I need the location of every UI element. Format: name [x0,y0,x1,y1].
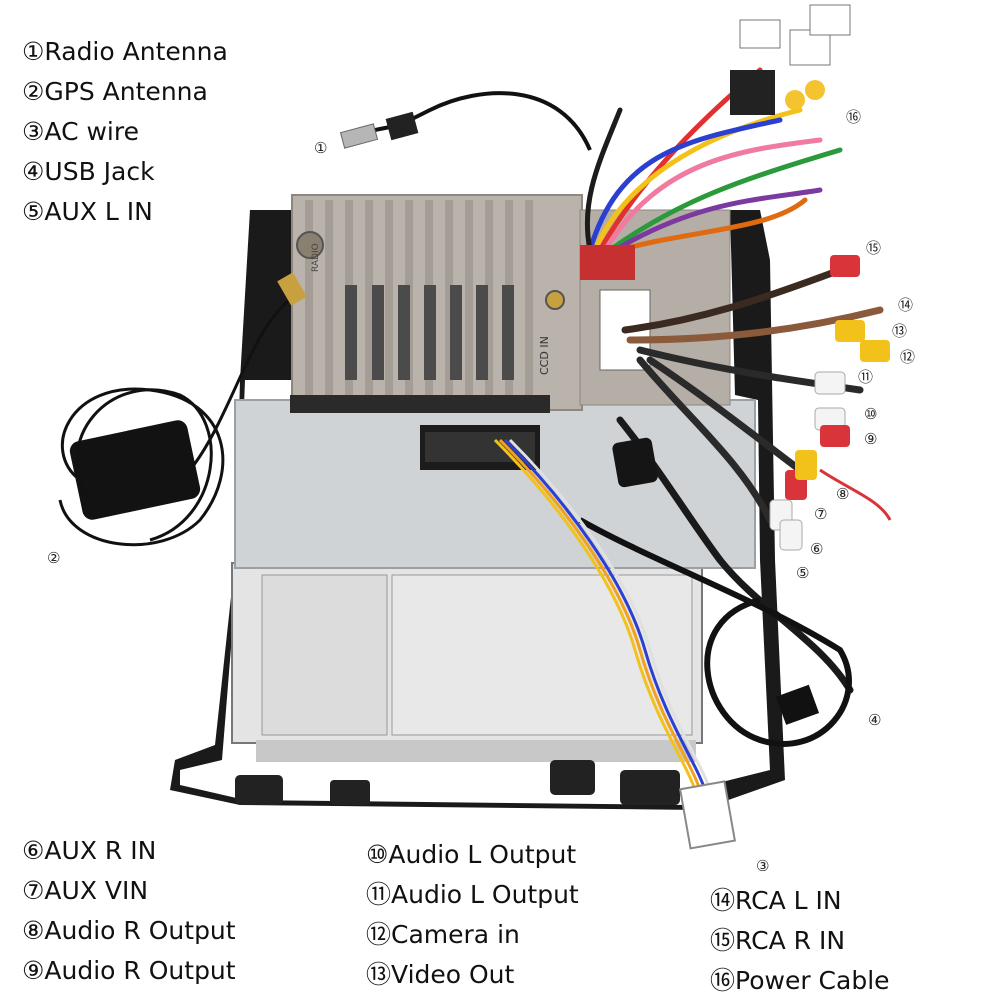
callout-8: ⑧ [836,485,850,503]
callout-5: ⑤ [796,564,810,582]
legend-label: RCA R IN [735,926,846,955]
legend-label: RCA L IN [735,886,842,915]
callout-3: ③ [756,857,770,875]
legend-number: ⑪ [366,880,392,909]
legend-label: Camera in [391,920,520,949]
legend-number: ⑭ [710,886,736,915]
legend-label: Radio Antenna [44,37,228,66]
legend-number: ⑬ [366,960,392,989]
callout-10: ⑩ [864,405,878,423]
callout-12: ⑫ [900,348,916,366]
legend-item-video-out: ⑬Video Out [366,960,514,990]
callout-6: ⑥ [810,540,824,558]
callout-11: ⑪ [858,368,874,386]
callout-13: ⑬ [892,322,908,340]
callout-15: ⑮ [866,239,882,257]
legend-number: ④ [22,157,45,186]
legend-number: ① [22,37,45,66]
callout-16: ⑯ [846,108,862,126]
legend-item-power-cable: ⑯Power Cable [710,966,890,996]
legend-number: ⑮ [710,926,736,955]
legend-number: ⑥ [22,836,45,865]
legend-item-radio-antenna: ①Radio Antenna [22,37,228,67]
legend-item-rca-r-in: ⑮RCA R IN [710,926,845,956]
legend-label: Video Out [391,960,515,989]
legend-label: GPS Antenna [44,77,208,106]
legend-item-aux-l-in: ⑤AUX L IN [22,197,153,227]
legend-number: ② [22,77,45,106]
callout-2: ② [47,549,61,567]
legend-number: ⑯ [710,966,736,995]
legend-item-gps-antenna: ②GPS Antenna [22,77,208,107]
legend-item-audio-r-output-1: ⑧Audio R Output [22,916,236,946]
legend-item-usb-jack: ④USB Jack [22,157,155,187]
legend-item-aux-vin: ⑦AUX VIN [22,876,148,906]
legend-item-camera-in: ⑫Camera in [366,920,520,950]
callout-14: ⑭ [898,296,914,314]
legend-label: USB Jack [44,157,155,186]
legend-item-ac-wire: ③AC wire [22,117,139,147]
callout-1: ① [314,139,328,157]
legend-item-audio-l-output-1: ⑩Audio L Output [366,840,576,870]
legend-item-aux-r-in: ⑥AUX R IN [22,836,156,866]
legend-number: ⑤ [22,197,45,226]
legend-label: Audio L Output [388,840,577,869]
callout-4: ④ [868,711,882,729]
legend-number: ⑩ [366,840,389,869]
legend-number: ⑫ [366,920,392,949]
legend-label: AUX L IN [44,197,153,226]
legend-number: ⑨ [22,956,45,985]
legend-number: ③ [22,117,45,146]
legend-label: Audio R Output [44,916,236,945]
ccd-in-label: CCD IN [538,336,551,375]
legend-label: Power Cable [735,966,890,995]
callout-7: ⑦ [814,505,828,523]
legend-number: ⑦ [22,876,45,905]
legend-item-audio-r-output-2: ⑨Audio R Output [22,956,236,986]
legend-item-rca-l-in: ⑭RCA L IN [710,886,842,916]
legend-label: AC wire [44,117,139,146]
callout-9: ⑨ [864,430,878,448]
legend-label: AUX VIN [44,876,149,905]
legend-number: ⑧ [22,916,45,945]
radio-label: RADIO [311,243,321,272]
legend-label: Audio L Output [391,880,579,909]
legend-item-audio-l-output-2: ⑪Audio L Output [366,880,579,910]
legend-label: Audio R Output [44,956,236,985]
legend-label: AUX R IN [44,836,157,865]
